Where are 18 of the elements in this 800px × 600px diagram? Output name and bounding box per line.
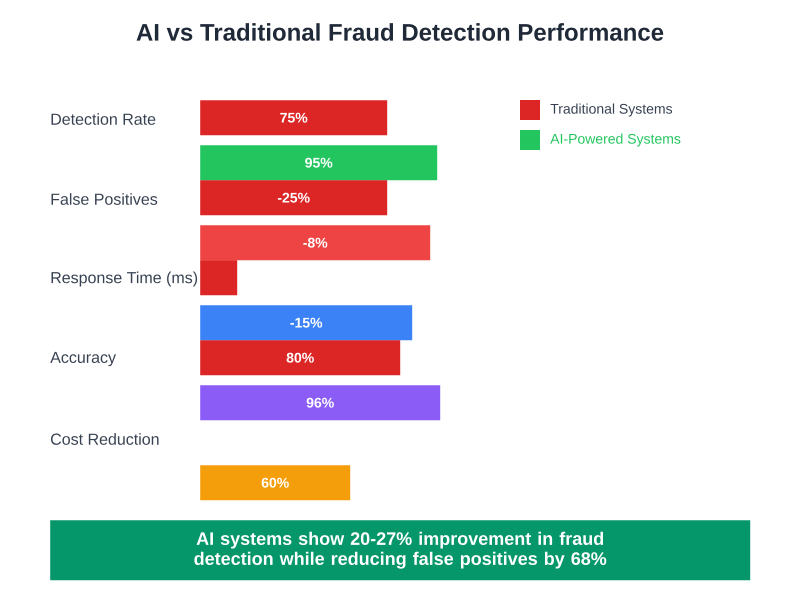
bar: -15%: [200, 305, 412, 340]
bar: -8%: [200, 225, 430, 260]
category-label: Accuracy: [50, 352, 116, 366]
bar: 80%: [200, 340, 400, 376]
bar: 96%: [200, 385, 440, 420]
bar: 95%: [200, 145, 438, 180]
chart-title: AI vs Traditional Fraud Detection Performance: [136, 23, 664, 41]
bar: -25%: [200, 180, 388, 216]
category-label: False Positives: [52, 193, 158, 205]
category-label: Detection Rate: [52, 113, 156, 125]
category-label: Cost Reduction: [51, 433, 159, 445]
legend-label: AI-Powered Systems: [550, 133, 680, 147]
bar: 60%: [200, 465, 350, 500]
legend-label: Traditional Systems: [550, 103, 672, 117]
category-label: Response Time (ms): [52, 272, 198, 286]
summary-banner: AI systems show 20-27% improvement in fraud detection while reducing false positives by 68%: [50, 520, 750, 580]
bar: 75%: [200, 100, 388, 136]
bar: [200, 260, 238, 296]
